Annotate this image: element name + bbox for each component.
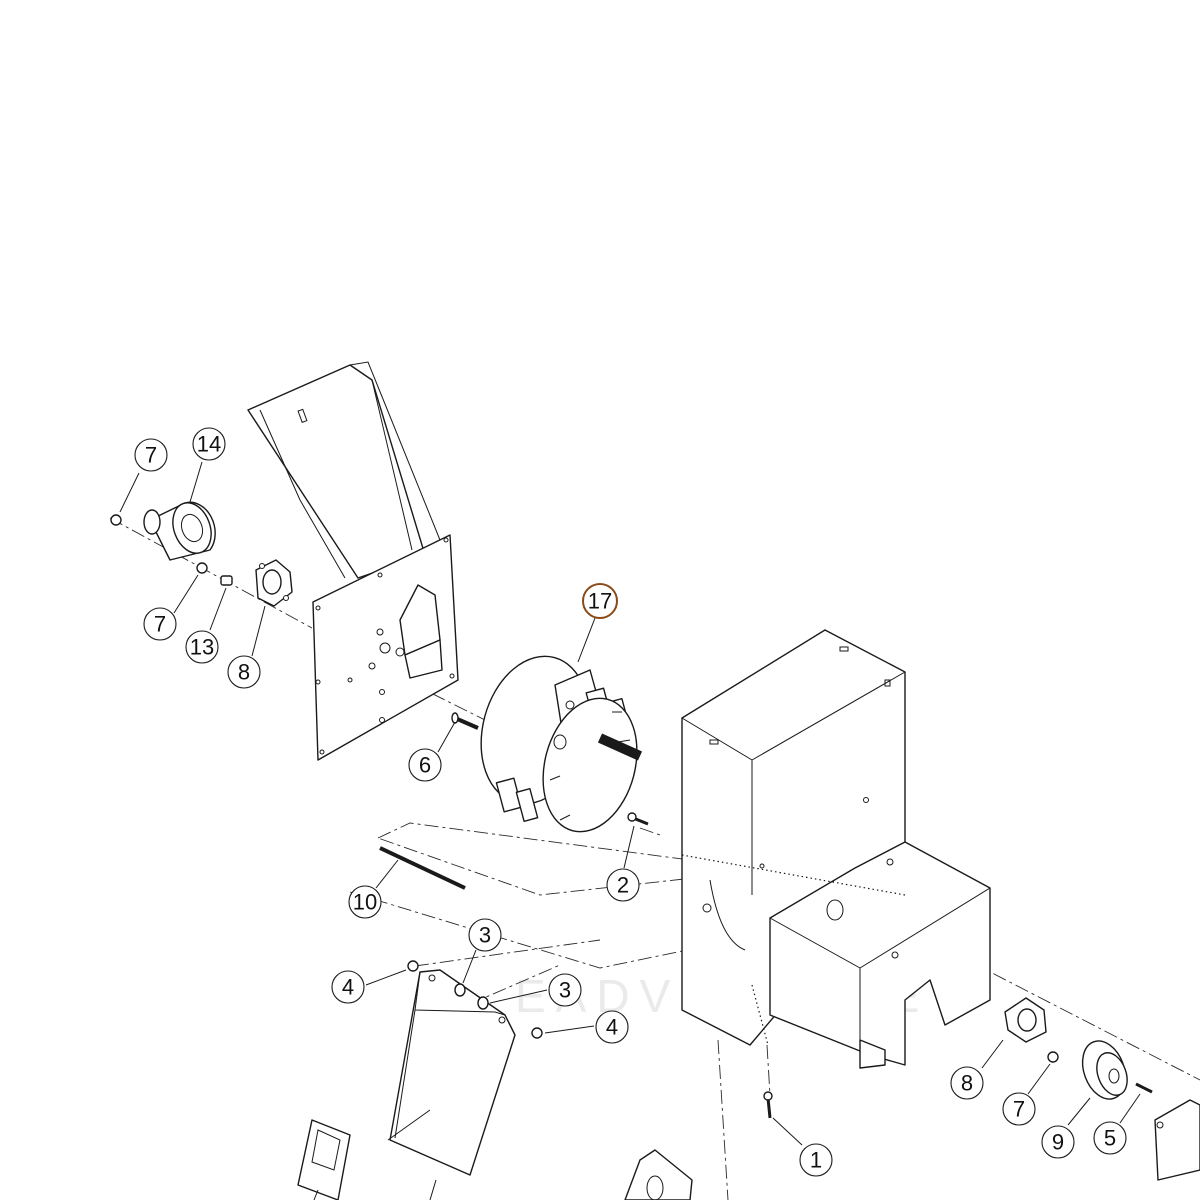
callout-7c[interactable]: 7 <box>1002 1092 1036 1126</box>
bottom-part <box>624 1149 693 1200</box>
callout-circle <box>595 1010 629 1044</box>
callout-circle <box>1093 1121 1127 1155</box>
belt-guard <box>1154 1099 1200 1181</box>
callout-circle <box>134 438 168 472</box>
callout-label: 6 <box>419 753 431 778</box>
callout-13[interactable]: 13 <box>185 630 219 664</box>
callout-label: 8 <box>238 660 250 685</box>
callout-10[interactable]: 10 <box>348 885 382 919</box>
callout-label: 9 <box>1052 1130 1064 1155</box>
leader-lines <box>119 461 1141 1146</box>
chute-hardware <box>407 960 543 1039</box>
callout-8b[interactable]: 8 <box>950 1066 984 1100</box>
callout-4b[interactable]: 4 <box>595 1010 629 1044</box>
callout-label: 7 <box>145 443 157 468</box>
part-17-rotor-assembly <box>480 655 643 833</box>
part-8-bearing-right <box>1004 997 1047 1043</box>
callout-4a[interactable]: 4 <box>331 970 365 1004</box>
callout-circle <box>143 607 177 641</box>
callout-label: 1 <box>810 1148 822 1173</box>
callout-label: 13 <box>190 635 214 660</box>
callout-7b[interactable]: 7 <box>143 607 177 641</box>
callout-1[interactable]: 1 <box>799 1143 833 1177</box>
callout-circle <box>185 630 219 664</box>
callout-label: 5 <box>1104 1126 1116 1151</box>
callout-circle <box>606 868 640 902</box>
main-housing <box>681 629 991 1069</box>
callout-label: 8 <box>961 1071 973 1096</box>
part-9-pulley <box>1081 1040 1128 1100</box>
callout-circle <box>950 1066 984 1100</box>
callout-circle <box>1041 1125 1075 1159</box>
callout-label: 3 <box>559 978 571 1003</box>
callout-circle <box>548 973 582 1007</box>
callout-3a[interactable]: 3 <box>468 918 502 952</box>
callout-label: 4 <box>342 975 354 1000</box>
assembly-centerlines <box>109 517 1200 1200</box>
callout-label: 17 <box>588 589 612 614</box>
callout-circle <box>348 885 382 919</box>
callout-2[interactable]: 2 <box>606 868 640 902</box>
callout-circle-highlighted <box>582 583 618 619</box>
part-2-bolt <box>627 812 649 826</box>
callout-6[interactable]: 6 <box>408 748 442 782</box>
callout-label: 7 <box>1013 1097 1025 1122</box>
right-nut <box>1047 1051 1059 1063</box>
part-6-bolt <box>451 712 479 730</box>
part-14-housing <box>143 501 216 561</box>
callout-14[interactable]: 14 <box>192 427 226 461</box>
callout-17[interactable]: 17 <box>582 583 618 619</box>
callout-label: 10 <box>353 890 377 915</box>
part-8-bearing-left <box>255 559 293 607</box>
callout-circle <box>331 970 365 1004</box>
callout-3b[interactable]: 3 <box>548 973 582 1007</box>
callout-5[interactable]: 5 <box>1093 1121 1127 1155</box>
callout-circle <box>192 427 226 461</box>
callout-circle <box>1002 1092 1036 1126</box>
callout-circle <box>227 655 261 689</box>
callout-label: 7 <box>154 612 166 637</box>
part-10-rod <box>379 846 466 890</box>
callout-9[interactable]: 9 <box>1041 1125 1075 1159</box>
discharge-chute <box>297 969 516 1200</box>
callout-7a[interactable]: 7 <box>134 438 168 472</box>
callout-label: 4 <box>606 1015 618 1040</box>
feed-chute-assembly <box>247 361 459 761</box>
left-hardware <box>110 514 233 586</box>
part-5-key <box>1135 1082 1153 1094</box>
callout-label: 14 <box>197 432 221 457</box>
callout-circle <box>799 1143 833 1177</box>
callout-circle <box>468 918 502 952</box>
callout-8a[interactable]: 8 <box>227 655 261 689</box>
callout-label: 2 <box>617 873 629 898</box>
callout-label: 3 <box>479 923 491 948</box>
callout-circle <box>408 748 442 782</box>
part-1-bolt <box>763 1091 773 1119</box>
